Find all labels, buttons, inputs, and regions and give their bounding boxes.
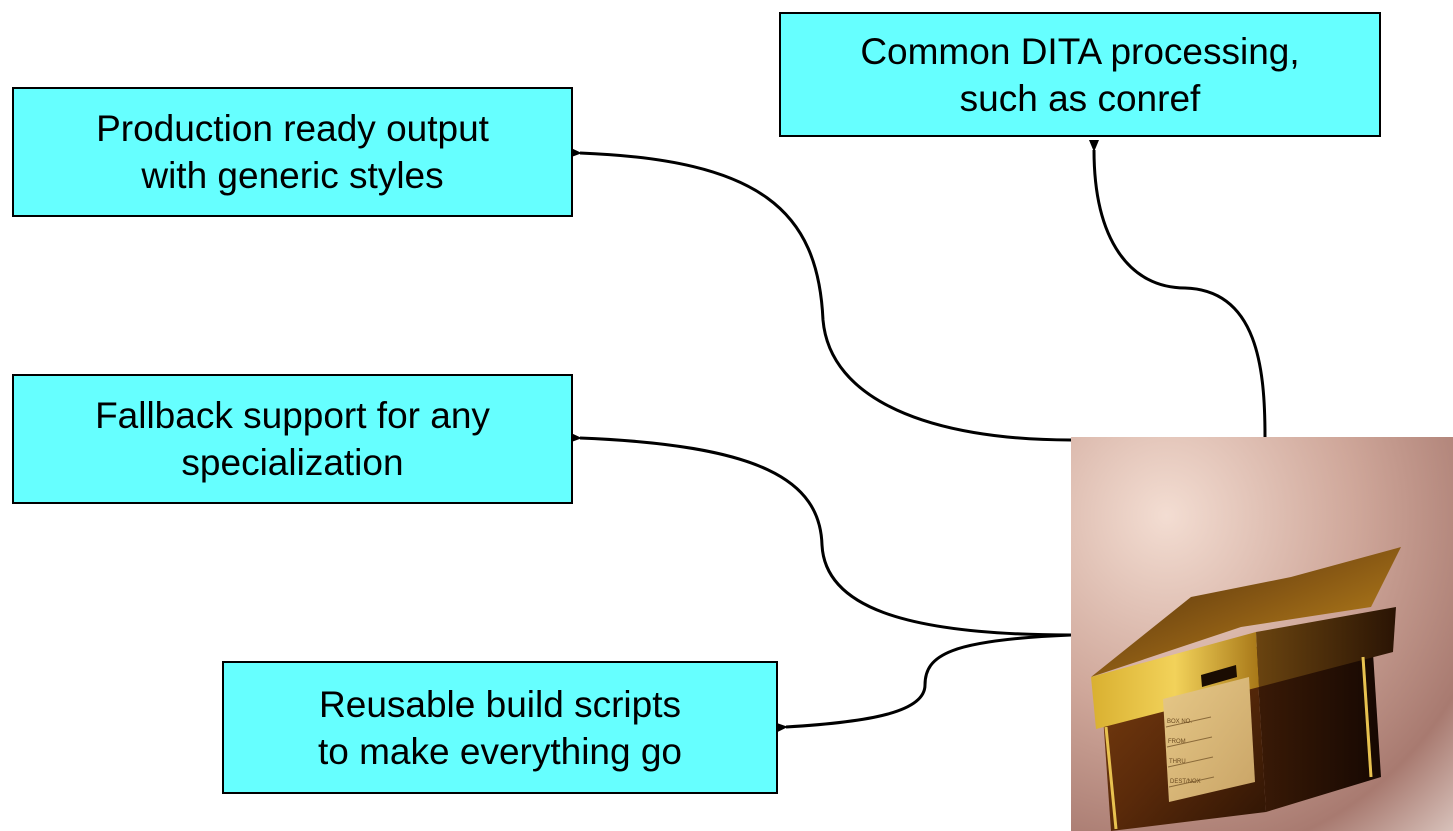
label-rule-4 [1168,776,1215,788]
connector-production [569,147,1072,442]
box-handle-hole [1201,665,1237,687]
production-output-line-1: Production ready output [96,108,489,149]
archive-box-photo: BOX NO. FROM THRU DEST/NOX [1071,437,1453,831]
connector-reusable [775,633,1072,733]
fallback-support-line-2: specialization [181,442,404,483]
label-text-thru: THRU [1169,759,1186,765]
production-output-box: Production ready output with generic sty… [12,87,573,217]
box-edge-stripe-left [1104,726,1118,830]
label-rule-2 [1166,736,1213,748]
production-output-line-2: with generic styles [141,155,444,196]
label-text-from: FROM [1168,739,1186,745]
label-text-box-no: BOX NO. [1167,719,1192,725]
box-lid-front [1091,632,1259,729]
box-lid-top [1091,547,1401,677]
connector-common [1088,139,1267,438]
fallback-support-line-1: Fallback support for any [95,395,490,436]
label-text-dest: DEST/NOX [1170,779,1201,785]
reusable-build-line-2: to make everything go [317,730,683,772]
label-rule-3 [1167,756,1214,768]
reusable-build-line-1: Reusable build scripts [319,683,681,725]
common-dita-processing-box: Common DITA processing, such as conref [779,12,1381,137]
box-label-panel [1163,677,1255,802]
box-lid-side [1256,607,1396,687]
box-edge-stripe-right [1361,656,1373,778]
common-dita-line-1: Common DITA processing, [860,30,1300,72]
common-dita-line-2: such as conref [959,77,1201,119]
connector-fallback [569,432,1072,637]
reusable-build-scripts-box: Reusable build scripts to make everythin… [222,661,778,794]
label-rule-1 [1165,716,1212,728]
fallback-support-box: Fallback support for any specialization [12,374,573,504]
